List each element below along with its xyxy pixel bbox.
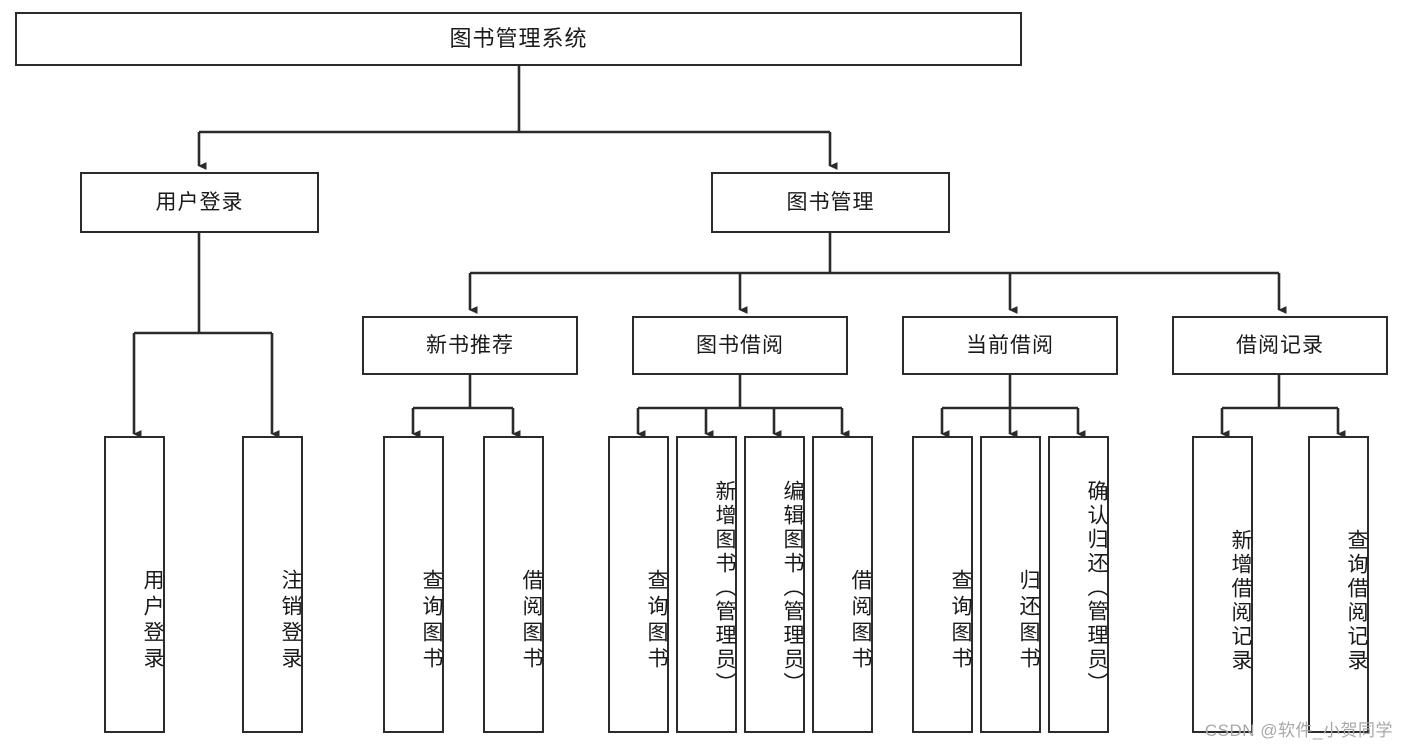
leaf-user-login[interactable]: 用户登录 (104, 436, 165, 733)
node-label: 注销登录 (279, 568, 302, 673)
node-label: 借阅图书 (849, 568, 872, 673)
node-label: 查询图书 (949, 568, 972, 673)
node-book-management[interactable]: 图书管理 (711, 172, 950, 233)
node-current-borrow[interactable]: 当前借阅 (902, 316, 1118, 375)
leaf-query-book-current[interactable]: 查询图书 (912, 436, 973, 733)
leaf-logout[interactable]: 注销登录 (242, 436, 303, 733)
node-new-book-recommend[interactable]: 新书推荐 (362, 316, 578, 375)
node-label: 新书推荐 (426, 333, 514, 357)
leaf-confirm-return-admin[interactable]: 确认归还（管理员） (1048, 436, 1109, 733)
node-book-borrow[interactable]: 图书借阅 (632, 316, 848, 375)
leaf-edit-book-admin[interactable]: 编辑图书（管理员） (744, 436, 805, 733)
node-label: 用户登录 (155, 190, 244, 214)
leaf-query-book-borrow[interactable]: 查询图书 (608, 436, 669, 733)
leaf-return-book[interactable]: 归还图书 (980, 436, 1041, 733)
leaf-query-book-recommend[interactable]: 查询图书 (383, 436, 444, 733)
node-label: 用户登录 (141, 568, 164, 673)
leaf-borrow-book[interactable]: 借阅图书 (812, 436, 873, 733)
node-label: 图书管理 (786, 190, 875, 214)
node-borrow-record[interactable]: 借阅记录 (1172, 316, 1388, 375)
node-label: 确认归还（管理员） (1085, 479, 1108, 696)
node-label: 查询图书 (420, 568, 443, 673)
node-label: 借阅记录 (1236, 333, 1324, 357)
leaf-add-borrow-record[interactable]: 新增借阅记录 (1192, 436, 1253, 733)
node-label: 编辑图书（管理员） (781, 479, 804, 696)
leaf-add-book-admin[interactable]: 新增图书（管理员） (676, 436, 737, 733)
node-label: 图书管理系统 (449, 25, 588, 51)
node-user-login[interactable]: 用户登录 (80, 172, 319, 233)
watermark-text: CSDN @软件_小贺同学 (1204, 721, 1393, 740)
node-label: 图书借阅 (696, 333, 784, 357)
node-label: 查询借阅记录 (1345, 528, 1368, 673)
leaf-borrow-book-recommend[interactable]: 借阅图书 (483, 436, 544, 733)
leaf-query-borrow-record[interactable]: 查询借阅记录 (1308, 436, 1369, 733)
node-label: 当前借阅 (966, 333, 1054, 357)
node-label: 查询图书 (645, 568, 668, 673)
node-root-book-management-system[interactable]: 图书管理系统 (15, 12, 1022, 66)
node-label: 新增借阅记录 (1229, 528, 1252, 673)
node-label: 归还图书 (1017, 568, 1040, 673)
node-label: 借阅图书 (520, 568, 543, 673)
node-label: 新增图书（管理员） (713, 479, 736, 696)
